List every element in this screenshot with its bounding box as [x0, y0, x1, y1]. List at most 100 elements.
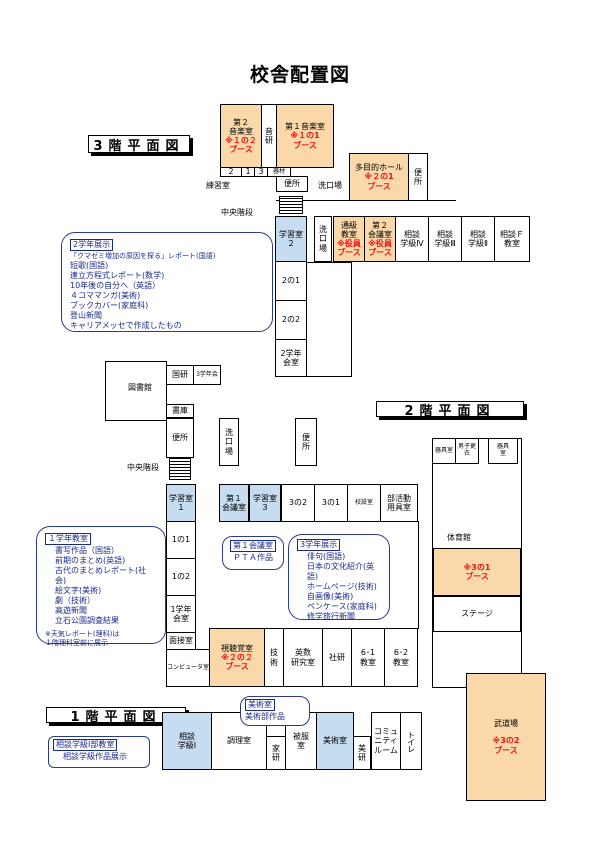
sewing-label: 被服 室: [293, 731, 309, 750]
grade2-office[interactable]: 2学年 会室: [275, 339, 307, 377]
stairs-3f: [279, 196, 303, 214]
grade3-item: 修学旅行新聞: [307, 612, 355, 621]
room-6-2-label: 6･2 教室: [393, 648, 409, 667]
grade1-exhibit-title: １学年教室: [45, 533, 91, 545]
room-1-2[interactable]: 1の2: [166, 558, 196, 596]
gym-equipment-room[interactable]: 器具室: [432, 438, 456, 464]
room-3-2[interactable]: 3の2: [281, 484, 315, 522]
sodan-class-1[interactable]: 相談 学級Ⅰ: [162, 712, 212, 770]
gym-storage-room[interactable]: 器具 室: [488, 438, 518, 464]
room-1-1[interactable]: 1の1: [166, 521, 196, 559]
grade1-item: 書写作品（国語）: [55, 546, 119, 555]
practice-room-1[interactable]: 1: [241, 167, 255, 177]
grade2-item: 10年後の自分へ（英語）: [70, 280, 161, 290]
classroom-sodan-4[interactable]: 相談 学級Ⅳ: [395, 216, 429, 262]
classroom-sodan-3[interactable]: 相談 学級Ⅲ: [428, 216, 462, 262]
toilet-2f-east[interactable]: 便 所: [295, 418, 317, 466]
music-prep-label: 音 研: [265, 126, 273, 145]
grade2-item: キャリアメッセで作成したもの: [70, 320, 182, 330]
kyozai-label: 校設室: [354, 498, 373, 506]
music-prep-room[interactable]: 音 研: [261, 104, 277, 168]
interview-room[interactable]: 面接室: [166, 632, 196, 650]
gym-locker-room[interactable]: 男子更衣: [455, 438, 479, 464]
sodan-exhibit-title: 相談学級Ⅰ部教室: [53, 739, 118, 751]
library[interactable]: 図書館: [105, 361, 167, 421]
toilet-3f[interactable]: 便所: [276, 176, 308, 192]
conf1-label: 第１ 会議室: [222, 493, 246, 512]
room-3-2-label: 3の2: [288, 498, 308, 508]
booth-1-1: ※１の1 ブース: [290, 131, 320, 150]
wash-3f-2[interactable]: 洗 口 場: [314, 216, 332, 262]
art-prep-room[interactable]: 美 研: [353, 736, 371, 770]
conf2-label: 第２ 会議室: [368, 220, 392, 239]
study-room-2-label: 学習室 ２: [279, 229, 303, 248]
av-room[interactable]: 視聴覚室 ※２の２ ブース: [209, 628, 265, 687]
gym-label: 体育館: [447, 533, 471, 542]
toilet-3f-east[interactable]: 便 所: [408, 153, 428, 201]
shaken-room[interactable]: 社研: [322, 628, 352, 687]
grade1-exhibit-callout: １学年教室 書写作品（国語） 前期のまとめ(英語) 古代のまとめレポート(社会)…: [36, 526, 166, 647]
corridor-3f-vertical: [306, 262, 352, 377]
computer-room[interactable]: コンピュータ室: [166, 649, 210, 687]
booth-2-2: ※２の２ ブース: [221, 652, 253, 672]
community-label: コミュ ニティ ルーム: [374, 727, 398, 755]
community-room[interactable]: コミュ ニティ ルーム: [371, 712, 401, 770]
toilet-2f[interactable]: 便所: [166, 418, 194, 458]
conference-room-2[interactable]: 第２ 会議室 ※役員 ブース: [364, 216, 396, 262]
booth-2-1: ※２の1 ブース: [364, 172, 394, 191]
conference-room-1[interactable]: 第１ 会議室: [219, 484, 249, 522]
wash-2f[interactable]: 洗 口 場: [219, 418, 239, 466]
multipurpose-hall[interactable]: 多目的ホール ※２の1 ブース: [349, 153, 409, 201]
practice-room-2[interactable]: 2: [220, 167, 242, 177]
toilet-3f-label: 便所: [284, 179, 300, 189]
gym-equipment-label: 器具室: [434, 446, 453, 454]
grade1-item: 劇（技術）: [55, 596, 95, 605]
kyozai-room[interactable]: 校設室: [347, 484, 381, 522]
kokken-room[interactable]: 国研: [166, 365, 194, 385]
corridor-2f: [195, 521, 419, 629]
gym-locker-label: 男子更衣: [457, 443, 476, 457]
gym-booth-area[interactable]: ※3の1 ブース: [433, 548, 521, 596]
room-2-2[interactable]: 2の2: [275, 300, 307, 340]
room-6-1-label: 6･1 教室: [360, 648, 376, 667]
room-3-1[interactable]: 3の1: [314, 484, 348, 522]
room-2-1-label: 2の1: [281, 276, 301, 286]
study-room-3[interactable]: 学習室 ３: [249, 484, 281, 522]
kaken-room[interactable]: 家 研: [266, 736, 286, 770]
practice-room-3[interactable]: 3: [254, 167, 268, 177]
wash-3f-2-label: 洗 口 場: [319, 225, 327, 253]
grade3-office-small[interactable]: 3学年会: [193, 365, 221, 385]
study-room-1[interactable]: 学習室 １: [166, 484, 196, 522]
classroom-sodan-f[interactable]: 相談Ｆ 教室: [494, 216, 530, 262]
room-1-1-label: 1の1: [171, 535, 191, 545]
grade1-office[interactable]: 1学年 会室: [166, 595, 196, 633]
club-storage[interactable]: 部活動 用具室: [380, 484, 418, 522]
booth-1-2: ※１の２ ブース: [225, 136, 257, 155]
room-6-2[interactable]: 6･2 教室: [384, 628, 418, 687]
room-6-1[interactable]: 6･1 教室: [351, 628, 385, 687]
grade2-item: 短歌(国語): [70, 260, 109, 270]
genko-room[interactable]: 技 術: [264, 628, 284, 687]
stack-room[interactable]: 書庫: [166, 404, 194, 418]
budo-hall[interactable]: 武道場 ※3の2 ブース: [466, 673, 546, 801]
room-2-1[interactable]: 2の1: [275, 261, 307, 301]
practice-3-label: 3: [258, 167, 264, 177]
music-room-2[interactable]: 第２ 音楽室 ※１の２ ブース: [220, 104, 262, 168]
grade1-item: 立石公園調査結果: [55, 616, 119, 625]
toilet-1f[interactable]: トイレ: [400, 712, 422, 770]
music-room-1[interactable]: 第１音楽室 ※１の1 ブース: [276, 104, 334, 168]
classroom-sodan-2[interactable]: 相談 学級Ⅱ: [461, 216, 495, 262]
music-room-1-label: 第１音楽室: [285, 122, 325, 132]
art-room[interactable]: 美術室: [316, 712, 354, 770]
grade3-item: 俳句(国語): [307, 552, 346, 561]
study-room-2[interactable]: 学習室 ２: [275, 216, 307, 262]
kokken-label: 国研: [172, 370, 188, 380]
booth-3-1: ※3の1 ブース: [463, 562, 491, 581]
gym-storage-label: 器具 室: [496, 443, 509, 457]
eisu-room[interactable]: 英数 研究室: [283, 628, 323, 687]
tsukyu-label: 通級 教室: [341, 220, 357, 239]
tsukyu-room[interactable]: 通級 教室 ※役員 ブース: [333, 216, 365, 262]
stage[interactable]: ステージ: [433, 596, 521, 632]
conf1-exhibit-title: 第１会議室: [230, 540, 276, 552]
stack-label: 書庫: [172, 406, 188, 416]
